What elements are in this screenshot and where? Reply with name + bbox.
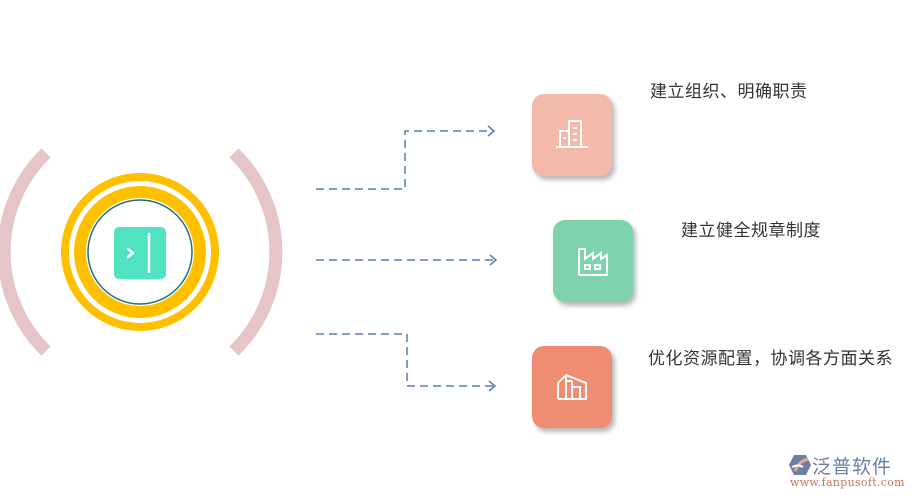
item-label-organization: 建立组织、明确职责 [650, 82, 808, 102]
watermark-brand: 泛普软件 [812, 456, 893, 478]
item-tile-regulations [553, 220, 633, 302]
left-arc [0, 148, 51, 356]
arrowhead-bottom [488, 380, 497, 392]
right-arc [229, 148, 283, 356]
fanpu-logo-icon [789, 455, 811, 475]
item-tile-resources [532, 346, 612, 428]
outer-gold-ring [61, 173, 219, 331]
arrowhead-middle [489, 254, 498, 266]
item-tile-organization [532, 94, 612, 176]
warehouse-icon [557, 373, 587, 400]
connector-top [316, 130, 493, 190]
connector-bottom [316, 333, 494, 387]
arrowhead-top [487, 125, 496, 137]
factory-icon [578, 248, 608, 276]
watermark-url: www.fanpusoft.com [790, 476, 905, 489]
inner-gold-ring [74, 186, 206, 318]
buildings-icon [556, 120, 588, 148]
panel-collapse-icon [114, 227, 166, 279]
watermark-logo: 泛普软件 www.fanpusoft.com [788, 452, 916, 496]
item-label-resources: 优化资源配置，协调各方面关系 [648, 349, 893, 369]
item-label-regulations: 建立健全规章制度 [681, 221, 821, 241]
